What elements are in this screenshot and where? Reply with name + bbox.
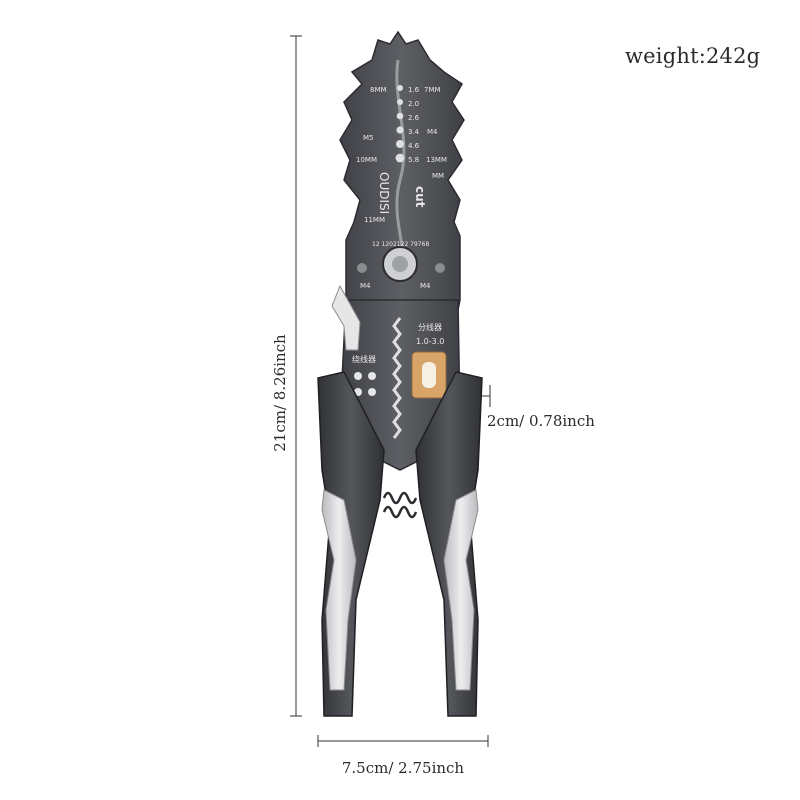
wrench-m5: M5 (363, 134, 374, 142)
gauge-5: 4.6 (408, 142, 420, 150)
lock-latch (331, 284, 361, 351)
left-grip (321, 489, 357, 691)
cut-label: cut (413, 186, 427, 208)
wrench-10mm: 10MM (356, 156, 377, 164)
wrench-13mm: 13MM (426, 156, 447, 164)
right-grip (443, 489, 479, 691)
gauge-2: 2.0 (408, 100, 419, 108)
wrench-7mm: 7MM (424, 86, 441, 94)
wrench-8mm: 8MM (370, 86, 387, 94)
gauge-4: 3.4 (408, 128, 420, 136)
stripper-label: 分线器 (418, 322, 442, 332)
weight-label: weight:242g (625, 44, 761, 68)
wrench-m4-right: M4 (420, 282, 431, 290)
gauge-1: 1.6 (408, 86, 420, 94)
jaw-dimension-label: 2cm/ 0.78inch (487, 412, 595, 430)
rivet-right (435, 263, 445, 273)
brand-mark: OUDISI (377, 172, 391, 214)
spring (382, 491, 418, 519)
width-dimension-label: 7.5cm/ 2.75inch (341, 759, 465, 777)
stripper-range: 1.0-3.0 (416, 337, 444, 346)
serrated-edge (392, 317, 402, 439)
gauge-3: 2.6 (408, 114, 420, 122)
cutter-slot (395, 59, 406, 251)
wrench-m4-top: M4 (427, 128, 438, 136)
wrench-m4-left: M4 (360, 282, 371, 290)
winder-label: 绕线器 (352, 354, 376, 364)
mm-label: MM (432, 172, 444, 180)
width-dimension-line (317, 735, 489, 747)
gauge-6: 5.8 (408, 156, 419, 164)
awg-scale: 12 1202122 79768 (372, 241, 429, 248)
gauge-holes (395, 85, 405, 163)
rivet-left (357, 263, 367, 273)
height-dimension-label: 21cm/ 8.26inch (271, 334, 289, 452)
height-dimension-line (290, 35, 302, 717)
wrench-11mm: 11MM (364, 216, 385, 224)
